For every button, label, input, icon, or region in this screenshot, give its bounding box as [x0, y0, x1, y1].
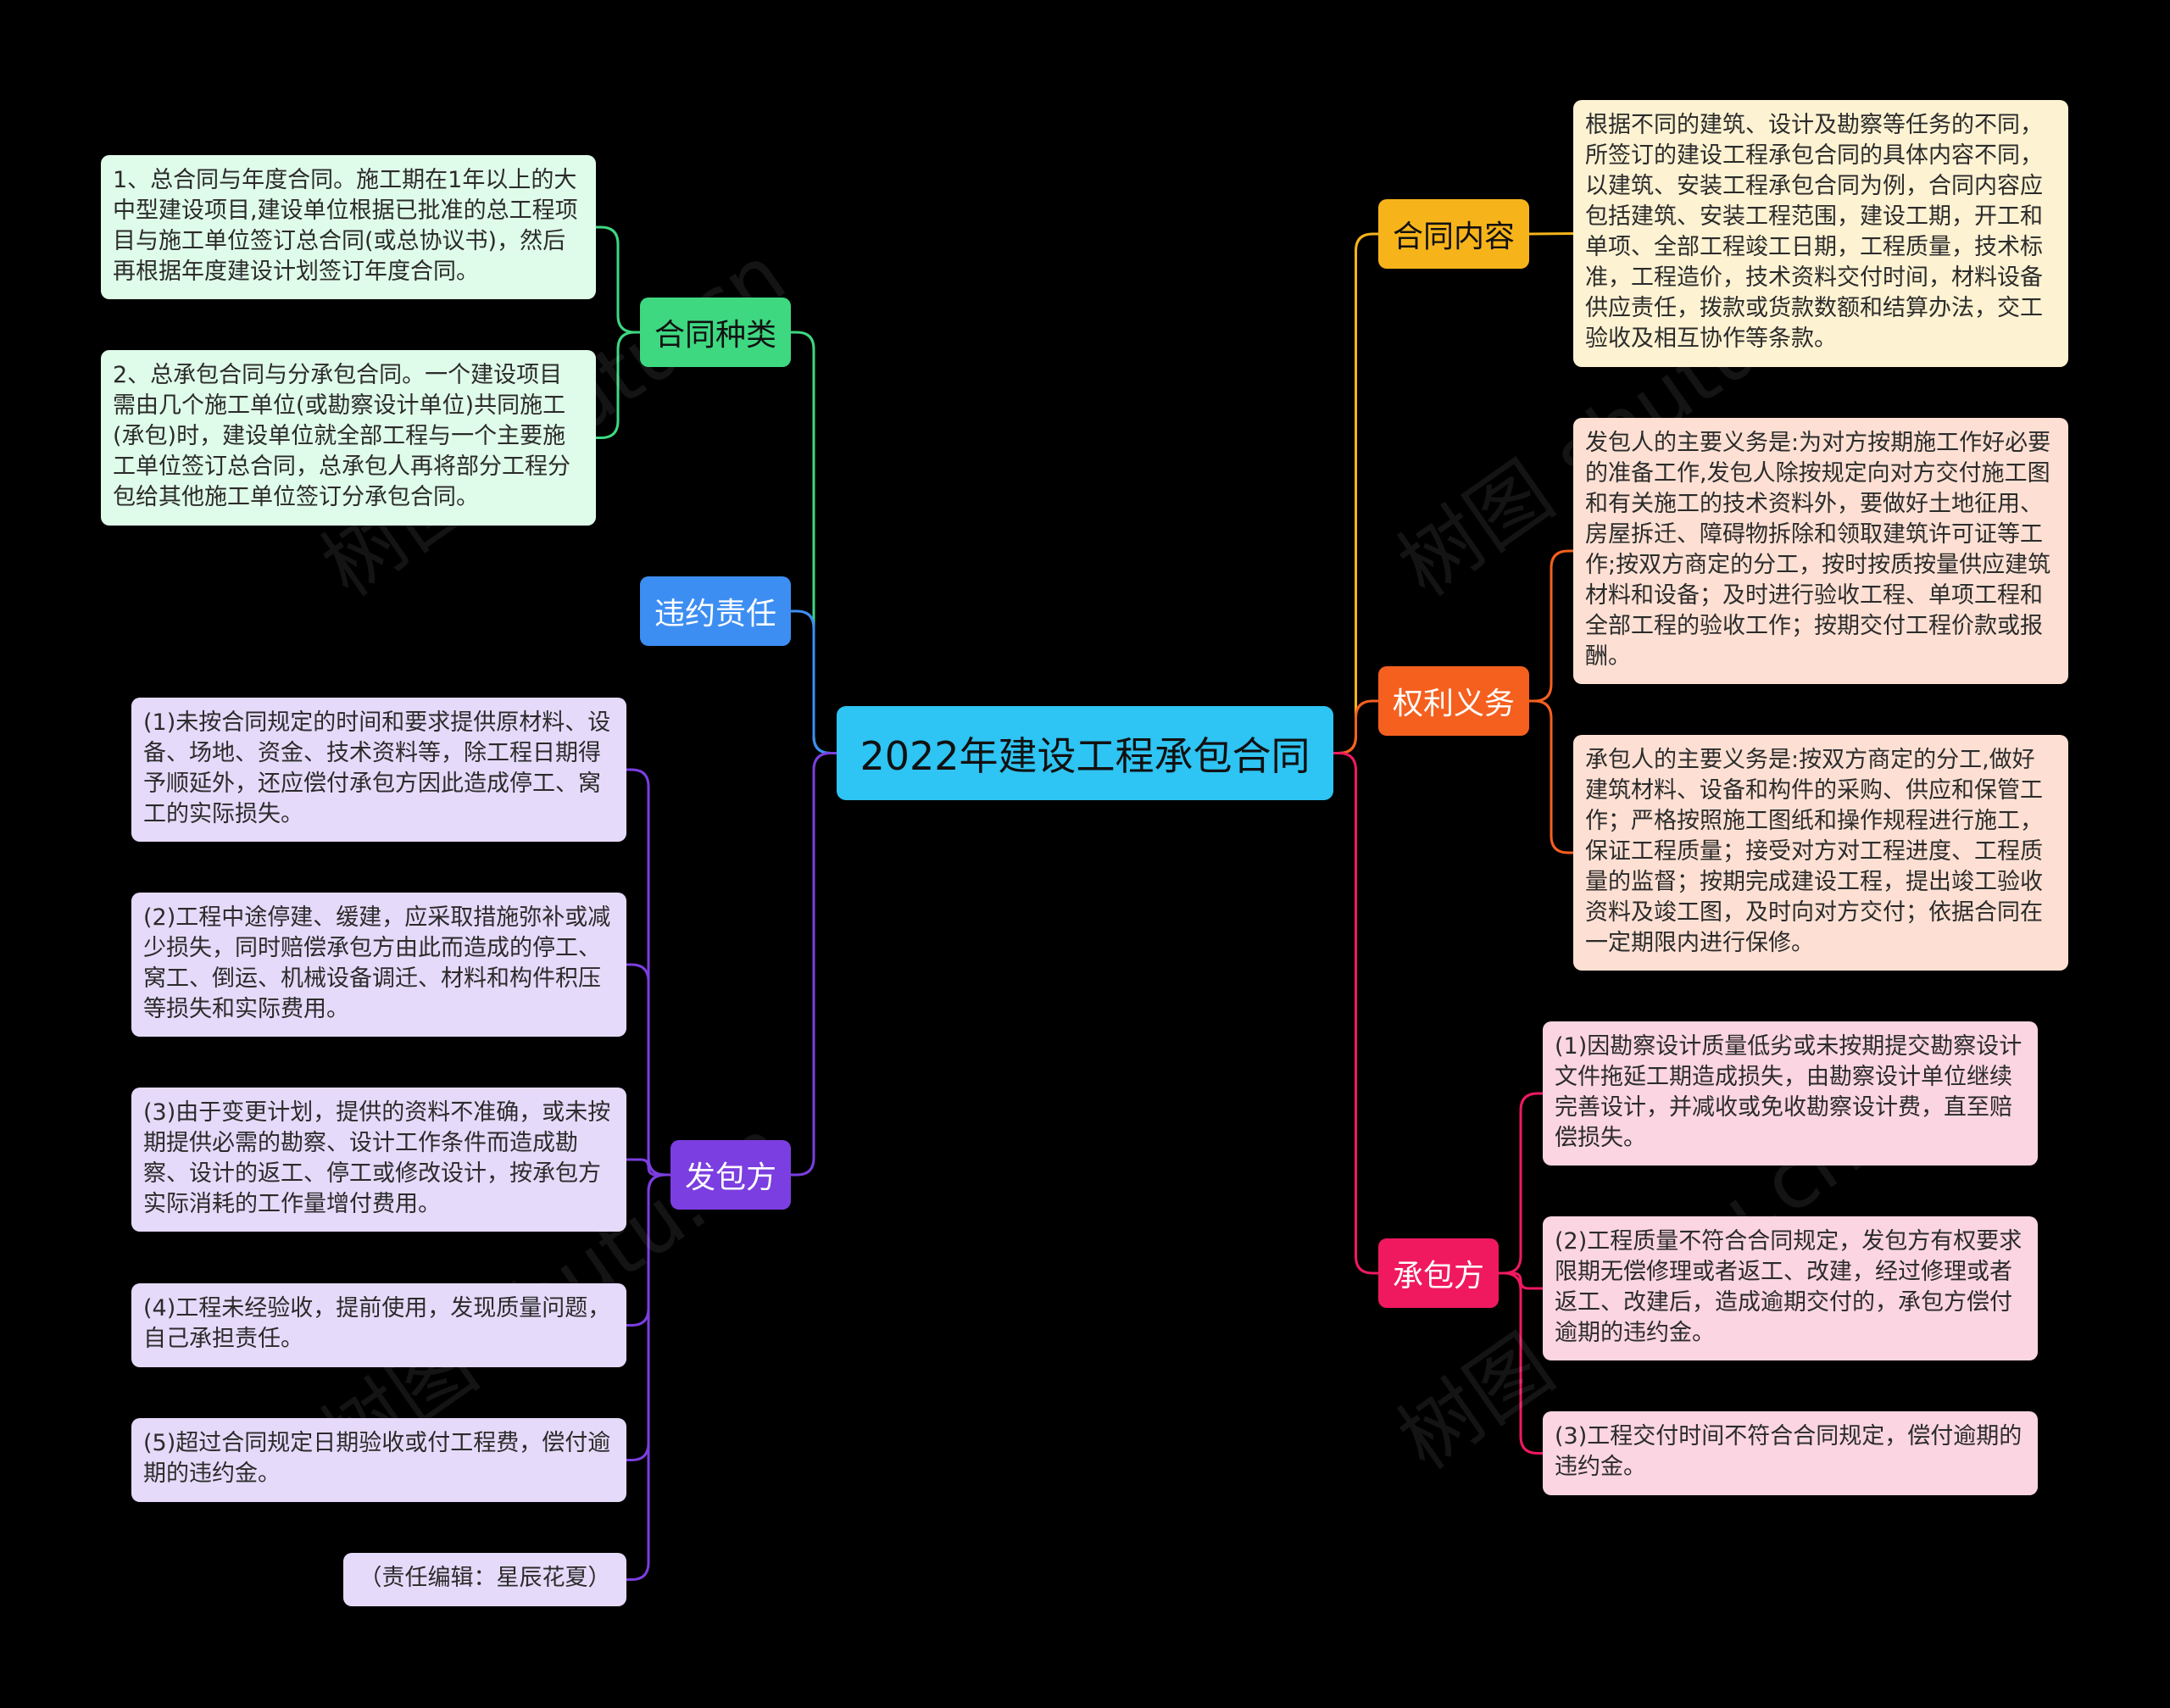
connector-leaf-quanli-yiwu-2 [1529, 699, 1573, 854]
connector-leaf-chengbaofang-2 [1499, 1271, 1543, 1290]
branch-weiyue-zeren[interactable]: 违约责任 [640, 576, 791, 646]
branch-quanli-yiwu[interactable]: 权利义务 [1378, 666, 1529, 736]
leaf-hetong-neirong-1: 根据不同的建筑、设计及勘察等任务的不同，所签订的建设工程承包合同的具体内容不同，… [1573, 100, 2068, 367]
connector-branch-hetong-neirong [1333, 232, 1378, 754]
connector-leaf-hetong-zhonglei-1 [596, 225, 640, 334]
leaf-chengbaofang-2: (2)工程质量不符合合同规定，发包方有权要求限期无偿修理或者返工、改建，经过修理… [1543, 1216, 2038, 1360]
leaf-chengbaofang-3: (3)工程交付时间不符合合同规定，偿付逾期的违约金。 [1543, 1411, 2038, 1495]
leaf-fabaofang-2: (2)工程中途停建、缓建，应采取措施弥补或减少损失，同时赔偿承包方由此而造成的停… [131, 893, 626, 1037]
leaf-fabaofang-1: (1)未按合同规定的时间和要求提供原材料、设备、场地、资金、技术资料等，除工程日… [131, 698, 626, 842]
branch-fabaofang[interactable]: 发包方 [670, 1140, 791, 1210]
connector-leaf-chengbaofang-1 [1499, 1092, 1543, 1275]
leaf-chengbaofang-1: (1)因勘察设计质量低劣或未按期提交勘察设计文件拖延工期造成损失，由勘察设计单位… [1543, 1021, 2038, 1166]
connector-leaf-fabaofang-3 [626, 1158, 670, 1177]
branch-hetong-zhonglei[interactable]: 合同种类 [640, 298, 791, 367]
connector-branch-weiyue-zeren [791, 609, 837, 754]
connector-leaf-fabaofang-2 [626, 963, 670, 1177]
connector-leaf-hetong-zhonglei-2 [596, 331, 640, 439]
leaf-fabaofang-4: (4)工程未经验收，提前使用，发现质量问题，自己承担责任。 [131, 1283, 626, 1367]
connector-leaf-hetong-neirong-1 [1528, 232, 1574, 236]
branch-chengbaofang[interactable]: 承包方 [1378, 1238, 1499, 1308]
leaf-fabaofang-3: (3)由于变更计划，提供的资料不准确，或未按期提供必需的勘察、设计工作条件而造成… [131, 1088, 626, 1232]
leaf-fabaofang-editor: （责任编辑：星辰花夏） [343, 1553, 626, 1606]
leaf-hetong-zhonglei-1: 1、总合同与年度合同。施工期在1年以上的大中型建设项目,建设单位根据已批准的总工… [101, 155, 596, 299]
connector-branch-fabaofang [791, 752, 837, 1177]
leaf-fabaofang-5: (5)超过合同规定日期验收或付工程费，偿付逾期的违约金。 [131, 1418, 626, 1502]
connector-branch-quanli-yiwu [1333, 699, 1378, 754]
connector-leaf-chengbaofang-3 [1499, 1271, 1543, 1455]
leaf-hetong-zhonglei-2: 2、总承包合同与分承包合同。一个建设项目需由几个施工单位(或勘察设计单位)共同施… [101, 350, 596, 526]
leaf-quanli-yiwu-2: 承包人的主要义务是:按双方商定的分工,做好建筑材料、设备和构件的采购、供应和保管… [1573, 735, 2068, 971]
root-topic[interactable]: 2022年建设工程承包合同 [837, 706, 1333, 800]
connector-leaf-quanli-yiwu-1 [1529, 549, 1573, 703]
connector-branch-chengbaofang [1333, 752, 1378, 1275]
branch-hetong-neirong[interactable]: 合同内容 [1378, 199, 1529, 269]
connector-leaf-fabaofang-editor [626, 1173, 670, 1581]
leaf-quanli-yiwu-1: 发包人的主要义务是:为对方按期施工作好必要的准备工作,发包人除按规定向对方交付施… [1573, 418, 2068, 684]
